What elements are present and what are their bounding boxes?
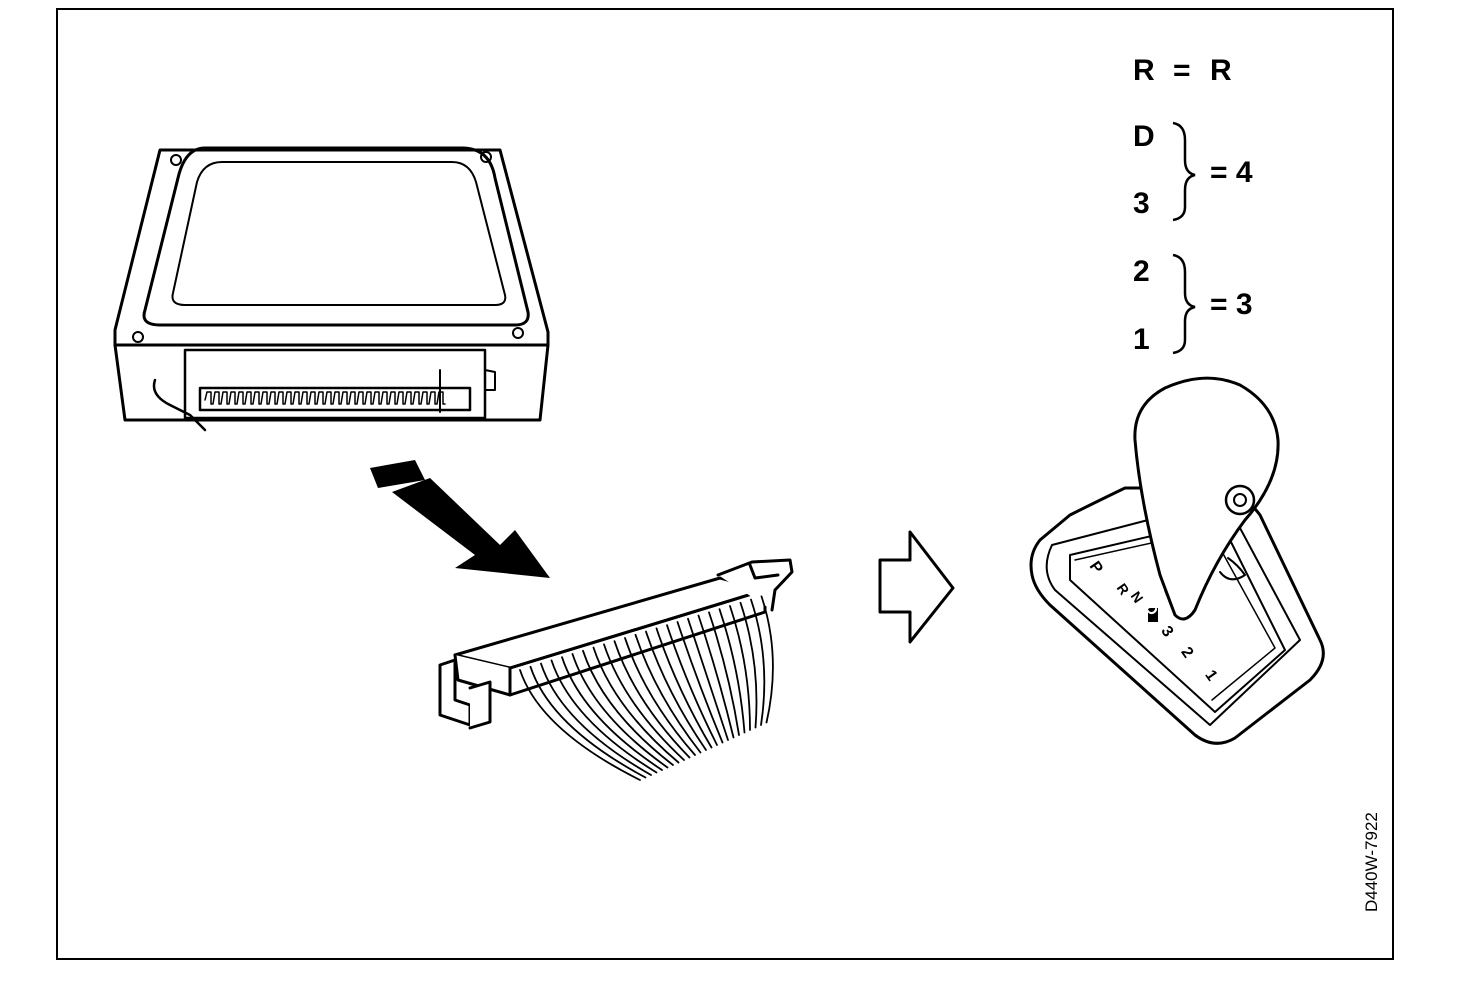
legend-group2-result: = 3 <box>1210 288 1253 321</box>
socket-pins <box>204 391 446 405</box>
legend-r-left: R <box>1133 54 1155 87</box>
connector-body <box>453 576 767 670</box>
screw-hole <box>170 154 182 166</box>
legend-group2-item: 2 <box>1133 255 1150 288</box>
gear-indicator <box>1148 608 1158 622</box>
connect-arrow <box>370 460 550 578</box>
brace-icon <box>1172 121 1196 222</box>
figure-id-text: D440W-7922 <box>1362 812 1381 912</box>
control-unit-top <box>113 148 550 347</box>
legend-r-eq: = <box>1173 54 1191 87</box>
legend-group1-item: 3 <box>1133 187 1150 220</box>
control-unit <box>113 146 550 432</box>
gear-selector <box>1029 376 1325 745</box>
lever-knob <box>1133 376 1280 621</box>
knob-button <box>1224 484 1256 516</box>
screw-hole <box>480 151 492 163</box>
harness-connector <box>438 558 794 781</box>
screw-hole <box>512 327 524 339</box>
legend-group2-item: 1 <box>1133 323 1150 356</box>
connector-clip <box>716 558 794 612</box>
result-arrow <box>878 530 955 644</box>
screw-hole <box>132 331 144 343</box>
legend-group1-item: D <box>1133 120 1155 153</box>
connector-wires <box>519 595 774 781</box>
diagram-frame <box>56 8 1394 960</box>
legend-braces <box>1172 121 1196 355</box>
brace-icon <box>1172 253 1196 355</box>
control-unit-socket <box>183 348 487 420</box>
legend-group1-result: = 4 <box>1210 156 1253 189</box>
legend-r-right: R <box>1210 54 1232 87</box>
